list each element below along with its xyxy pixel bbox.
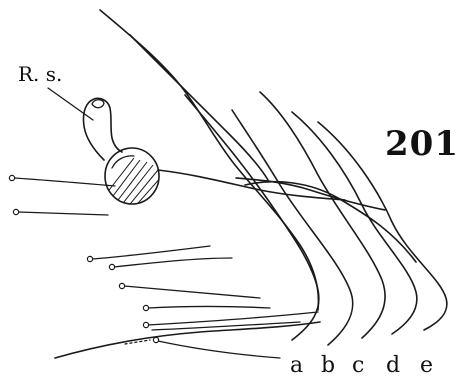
receptaculum-duct xyxy=(83,98,122,160)
bristle-base xyxy=(9,175,14,180)
bristle xyxy=(124,286,260,298)
bristles xyxy=(9,175,318,358)
bristle-base xyxy=(143,322,148,327)
bristle xyxy=(148,307,270,309)
curve-label-d: d xyxy=(386,355,400,377)
bristle xyxy=(92,246,210,259)
bristle-base xyxy=(143,305,148,310)
curve-label-a: a xyxy=(290,355,303,377)
curve-label-c: c xyxy=(352,355,364,377)
receptaculum-label: R. s. xyxy=(18,64,62,84)
bristle-base xyxy=(119,283,124,288)
curve-b xyxy=(232,110,353,345)
rs-leader-line xyxy=(48,88,93,120)
bristle-base xyxy=(153,337,158,342)
figure-number: 201 xyxy=(385,127,459,161)
curve-label-e: e xyxy=(420,355,433,377)
curve-label-b: b xyxy=(321,355,335,377)
receptaculum-duct-tip xyxy=(92,100,104,108)
lower-body-contour xyxy=(55,322,320,358)
bristle xyxy=(18,212,108,215)
bristle-base xyxy=(109,264,114,269)
body-contour-upper xyxy=(130,35,268,180)
curve-a xyxy=(185,95,319,340)
bristle-base xyxy=(13,209,18,214)
bristle xyxy=(114,258,232,267)
bristle xyxy=(14,178,115,186)
bristle-base xyxy=(87,256,92,261)
bristle xyxy=(158,341,280,358)
